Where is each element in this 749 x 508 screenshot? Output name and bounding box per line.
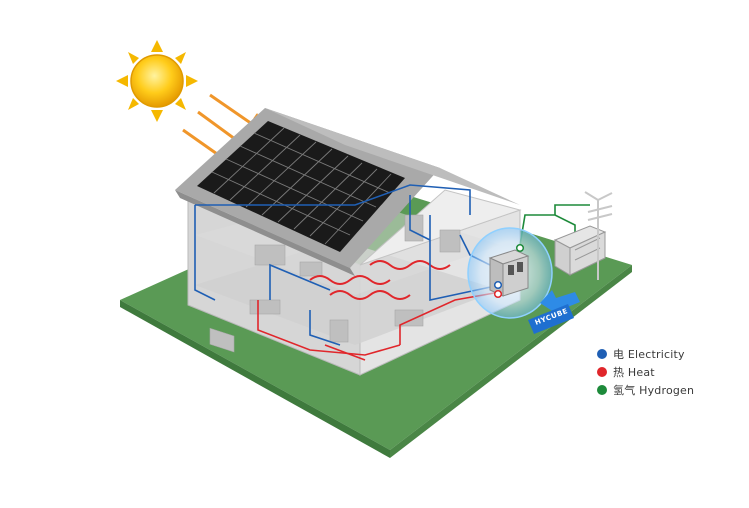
- legend-dot-icon: [597, 348, 607, 359]
- solar-panel-icon: [197, 121, 405, 252]
- legend-item-heat: 热 Heat: [597, 363, 737, 380]
- legend-item-hydrogen: 氢气 Hydrogen: [597, 381, 737, 398]
- legend-label-heat: 热 Heat: [613, 365, 655, 379]
- legend-label-hydrogen: 氢气 Hydrogen: [613, 383, 695, 397]
- legend-dot-icon: [597, 384, 607, 395]
- legend-dot-icon: [597, 366, 607, 377]
- heating-coils: [309, 260, 451, 300]
- legend-item-electricity: 电 Electricity: [597, 345, 737, 362]
- outdoor-storage-unit: [553, 225, 607, 276]
- power-pole-icon: [584, 191, 613, 280]
- legend: 电 Electricity 热 Heat 氢气 Hydrogen: [597, 345, 737, 399]
- hycube-device-icon: [467, 227, 553, 319]
- legend-label-electricity: 电 Electricity: [613, 347, 685, 361]
- sun-icon: [116, 40, 198, 122]
- hycube-label: HYCUBE: [528, 290, 580, 334]
